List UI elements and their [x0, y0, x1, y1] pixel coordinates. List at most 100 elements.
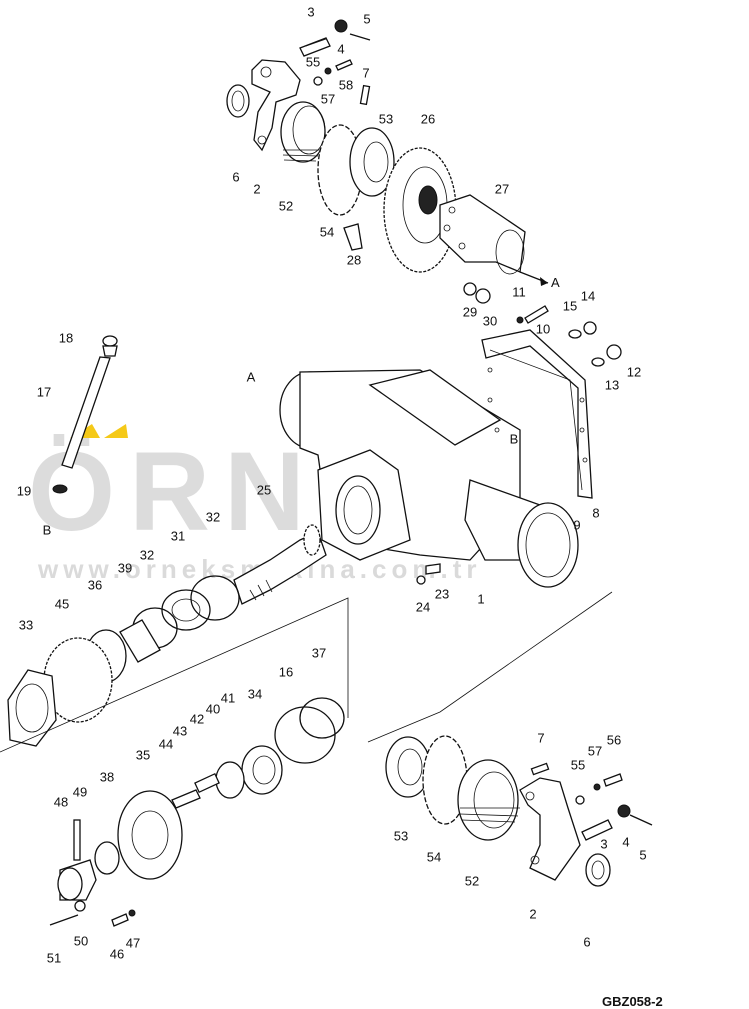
callout-c55b: 55: [571, 757, 585, 772]
companion-flange: [7, 669, 57, 747]
callout-c38: 38: [100, 769, 114, 784]
callout-c41: 41: [221, 690, 235, 705]
nut-top: [334, 19, 348, 33]
cover-plate: [481, 305, 622, 499]
callout-c25: 25: [257, 482, 271, 497]
pinion-bearing: [161, 589, 211, 631]
callout-cB1: B: [510, 431, 519, 446]
callout-cA1: A: [247, 369, 256, 384]
breather-assembly: [52, 335, 118, 494]
breather-washer: [52, 484, 68, 494]
callout-c10: 10: [536, 321, 550, 336]
callout-c36: 36: [88, 577, 102, 592]
callout-c54b: 54: [427, 849, 441, 864]
callout-c33: 33: [19, 617, 33, 632]
callout-c50: 50: [74, 933, 88, 948]
top-assembly: A: [226, 19, 560, 304]
callout-c57b: 57: [588, 743, 602, 758]
callout-c13: 13: [605, 377, 619, 392]
seal-top: [226, 84, 250, 118]
callout-c9: 9: [573, 517, 580, 532]
callout-c32a: 32: [206, 509, 220, 524]
callout-c24: 24: [416, 599, 430, 614]
callout-c23: 23: [435, 586, 449, 601]
group-bracket-right: [367, 591, 613, 743]
cotter-pin-top: [349, 33, 371, 41]
callout-c29: 29: [463, 304, 477, 319]
lower-left-assembly: [49, 697, 345, 927]
callout-c6b: 6: [583, 934, 590, 949]
bearing-cap-bottom: [519, 777, 581, 881]
pinion-retainer: [117, 790, 183, 880]
callout-c27: 27: [495, 181, 509, 196]
callout-c12: 12: [627, 364, 641, 379]
callout-c7a: 7: [362, 65, 369, 80]
bolt-28: [343, 223, 363, 251]
callout-c42: 42: [190, 711, 204, 726]
callout-c5b: 5: [639, 847, 646, 862]
callout-c47: 47: [126, 935, 140, 950]
callout-c56: 56: [607, 732, 621, 747]
callout-c3a: 3: [307, 4, 314, 19]
callout-c55a: 55: [306, 54, 320, 69]
callout-c39: 39: [118, 560, 132, 575]
pinion-shaft: [7, 524, 327, 747]
callout-c5a: 5: [363, 11, 370, 26]
breather-tube: [61, 356, 111, 469]
callout-c51: 51: [47, 950, 61, 965]
callout-c2a: 2: [253, 181, 260, 196]
callout-c31: 31: [171, 528, 185, 543]
lower-right-assembly: [385, 735, 653, 887]
housing-tube-end: [517, 502, 579, 588]
callout-c54a: 54: [320, 224, 334, 239]
callout-c1: 1: [477, 591, 484, 606]
callout-c40: 40: [206, 701, 220, 716]
callout-c11: 11: [512, 284, 526, 299]
callout-c58a: 58: [339, 77, 353, 92]
axle-housing: [279, 369, 579, 588]
callout-c30: 30: [483, 313, 497, 328]
group-bracket-left: [0, 597, 349, 753]
callout-c53b: 53: [394, 828, 408, 843]
callout-c34: 34: [248, 686, 262, 701]
callout-c44: 44: [159, 736, 173, 751]
callout-c53a: 53: [379, 111, 393, 126]
callout-c15: 15: [563, 298, 577, 313]
callout-c3b: 3: [600, 836, 607, 851]
callout-c14: 14: [581, 288, 595, 303]
callout-c46: 46: [110, 946, 124, 961]
watermark-accent-right: [104, 424, 128, 438]
callout-c37: 37: [312, 645, 326, 660]
callout-c48: 48: [54, 794, 68, 809]
callout-c28: 28: [347, 252, 361, 267]
callout-c32b: 32: [140, 547, 154, 562]
callout-c52a: 52: [279, 198, 293, 213]
callout-c18: 18: [59, 330, 73, 345]
bearing-top: [349, 127, 395, 197]
differential-case: [439, 194, 526, 273]
bearing-cap-top: [251, 59, 301, 152]
callout-c35: 35: [136, 747, 150, 762]
callout-cB2: B: [43, 522, 52, 537]
callout-c19: 19: [17, 483, 31, 498]
bolt-top: [299, 37, 331, 57]
callout-c26: 26: [421, 111, 435, 126]
callout-c43: 43: [173, 723, 187, 738]
callout-c4a: 4: [337, 41, 344, 56]
figure-code: GBZ058-2: [602, 994, 663, 1009]
callout-c8: 8: [592, 505, 599, 520]
callout-c49: 49: [73, 784, 87, 799]
ref-A-top: A: [551, 275, 560, 290]
callout-c52b: 52: [465, 873, 479, 888]
callout-c45: 45: [55, 596, 69, 611]
callout-c16: 16: [279, 664, 293, 679]
callout-c6a: 6: [232, 169, 239, 184]
callout-c57a: 57: [321, 91, 335, 106]
callout-c17: 17: [37, 384, 51, 399]
callout-c7b: 7: [537, 730, 544, 745]
callout-c2b: 2: [529, 906, 536, 921]
callout-c4b: 4: [622, 834, 629, 849]
